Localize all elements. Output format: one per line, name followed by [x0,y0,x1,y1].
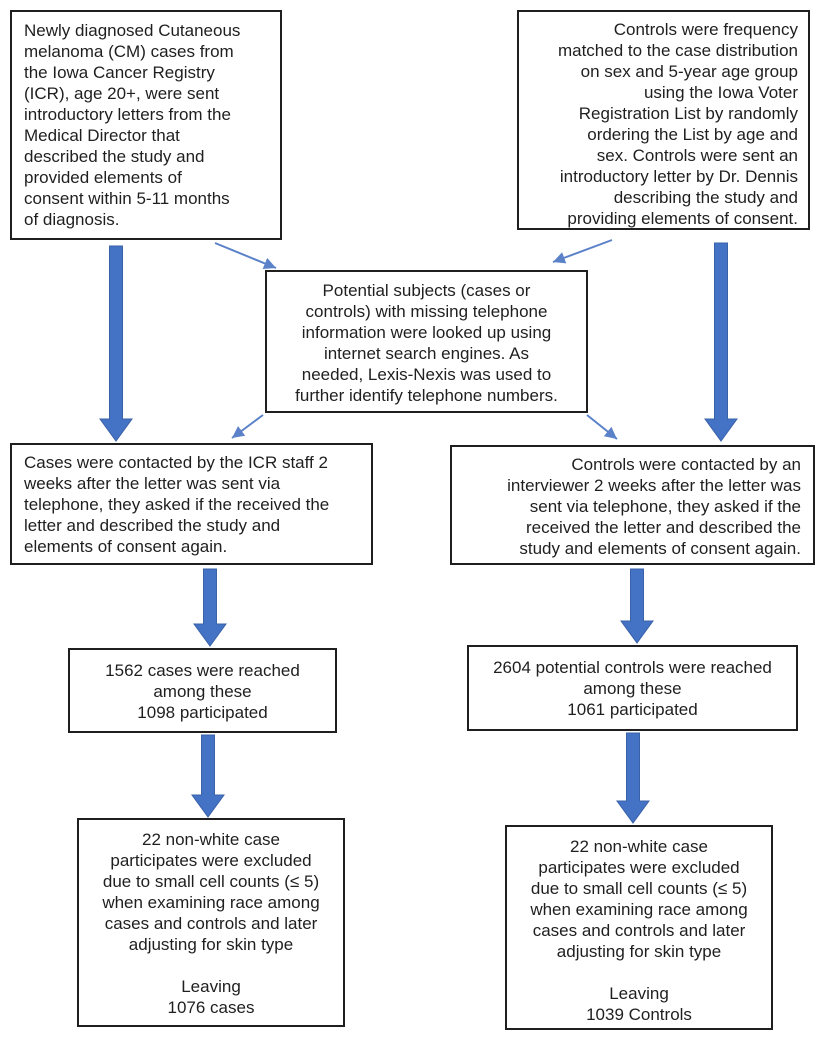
box-cases-intro: Newly diagnosed Cutaneous melanoma (CM) … [10,10,282,240]
arrow-cases-reached-to-cases-excluded [191,734,225,818]
box-cases-contacted: Cases were contacted by the ICR staff 2 … [10,443,373,565]
box-controls-reached: 2604 potential controls were reached amo… [467,645,798,731]
box-controls-contacted: Controls were contacted by an interviewe… [450,445,815,565]
box-phone-lookup: Potential subjects (cases or controls) w… [265,270,588,413]
arrow-controls-reached-to-controls-excluded [616,732,650,824]
arrow-cases-intro-to-cases-contacted [99,245,133,442]
arrow-phone-lookup-to-controls-contacted [586,414,618,440]
arrow-controls-intro-to-phone-lookup [552,239,613,264]
arrow-phone-lookup-to-cases-contacted [231,414,264,439]
box-controls-excluded: 22 non-white case participates were excl… [505,825,773,1030]
box-controls-intro: Controls were frequency matched to the c… [517,10,810,230]
box-cases-reached: 1562 cases were reached among these 1098… [68,648,337,733]
arrow-cases-intro-to-phone-lookup [214,242,277,270]
arrow-controls-intro-to-controls-contacted [704,242,738,442]
box-cases-excluded: 22 non-white case participates were excl… [77,818,345,1027]
arrow-controls-contacted-to-controls-reached [620,568,654,644]
arrow-cases-contacted-to-cases-reached [193,568,227,647]
